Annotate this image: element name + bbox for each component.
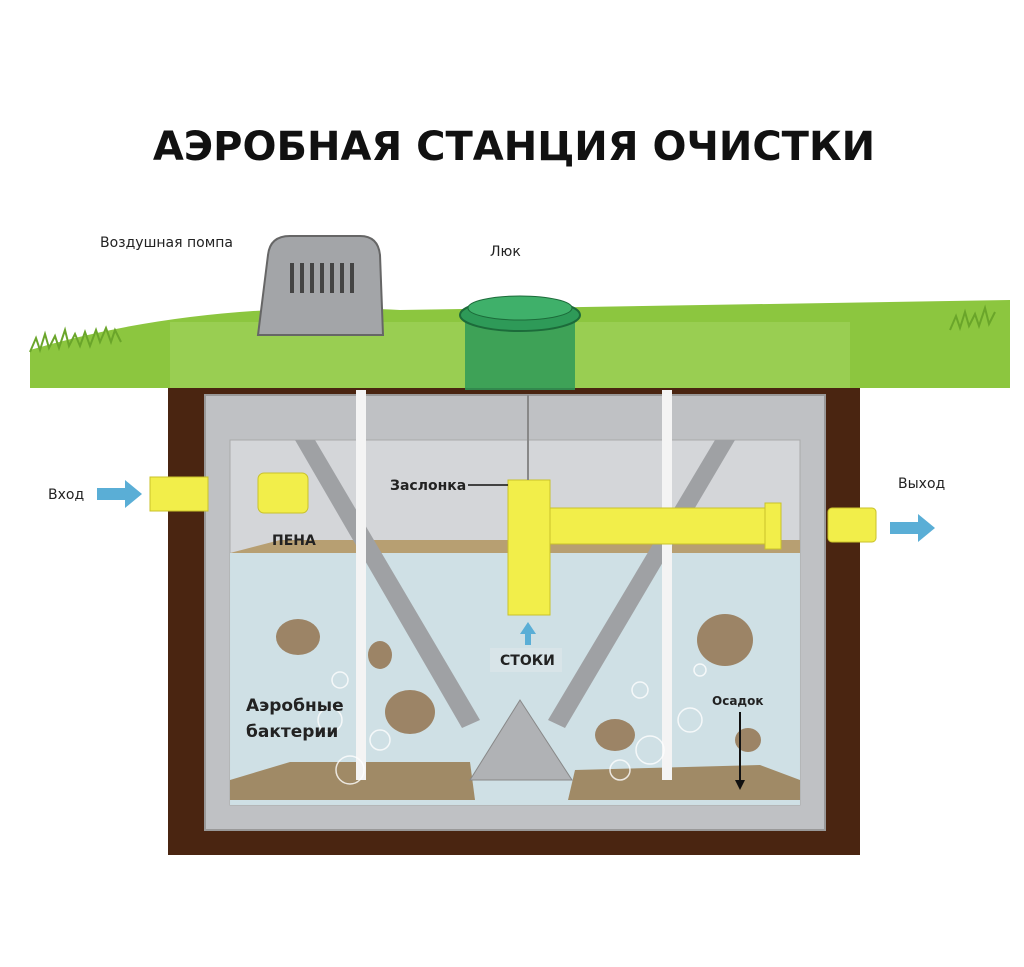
aerator-tube-right	[662, 390, 672, 780]
sewage-up-arrow-icon	[520, 622, 536, 645]
label-valve: Заслонка	[390, 478, 466, 494]
aerator-tube-left	[356, 390, 366, 780]
label-sediment: Осадок	[712, 694, 764, 708]
label-air-pump: Воздушная помпа	[100, 235, 233, 251]
outlet-pipe	[507, 395, 877, 616]
label-bacteria-line2: бактерии	[246, 722, 338, 742]
baffle-left	[295, 440, 480, 728]
center-divider	[469, 699, 573, 781]
label-outlet: Выход	[898, 476, 945, 492]
label-inlet: Вход	[48, 487, 84, 503]
diagram-title: АЭРОБНАЯ СТАНЦИЯ ОЧИСТКИ	[153, 124, 875, 170]
inlet-arrow-icon	[97, 480, 142, 508]
label-foam: ПЕНА	[272, 533, 316, 549]
outlet-arrow-icon	[890, 514, 935, 542]
air-pump	[256, 235, 385, 336]
sewage-label-bg	[490, 648, 562, 672]
sludge-left	[230, 762, 475, 800]
sludge-right	[568, 765, 800, 800]
inlet-pipe	[149, 472, 309, 514]
manhole	[459, 295, 581, 390]
label-manhole: Люк	[490, 244, 521, 260]
label-sewage: СТОКИ	[500, 653, 555, 669]
label-bacteria-line1: Аэробные	[246, 696, 344, 716]
sludge-clumps	[276, 614, 761, 752]
